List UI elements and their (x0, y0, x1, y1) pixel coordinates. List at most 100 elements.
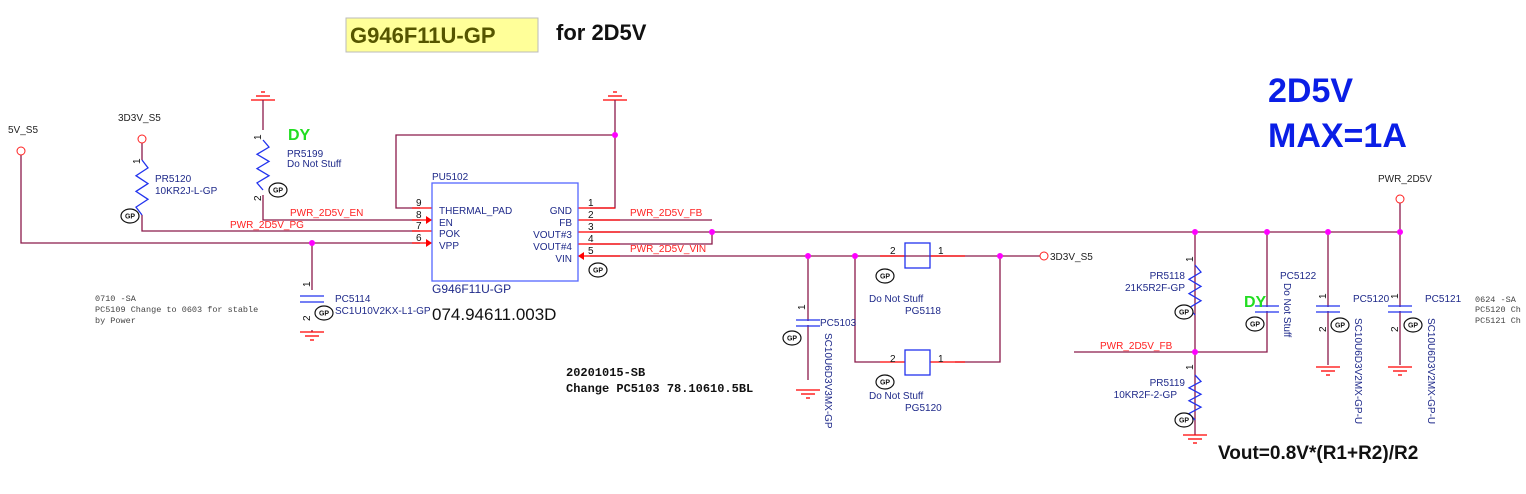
pr5119-value: 10KR2F-2-GP (1114, 390, 1178, 401)
note-right-line: PC5120 Ch (1475, 305, 1521, 315)
pc5122-value: Do Not Stuff (1281, 283, 1292, 338)
pin-num: 2 (890, 246, 896, 257)
pr5199-dy-tag: DY (288, 127, 311, 144)
note-left-line: PC5109 Change to 0603 for stable (95, 305, 258, 315)
svg-text:GP: GP (273, 188, 283, 195)
pin-num: 8 (416, 210, 422, 221)
gp-badge-icon: GP (1245, 316, 1265, 332)
pin-num: 7 (416, 221, 422, 232)
pc5121-ref: PC5121 (1425, 294, 1462, 305)
port-3d3v-s5-right-label: 3D3V_S5 (1050, 252, 1093, 263)
pin-num: 1 (132, 158, 143, 164)
pin-num: 5 (588, 246, 594, 257)
svg-text:GP: GP (787, 336, 797, 343)
ground-icon (300, 331, 324, 341)
pr5118-ref: PR5118 (1150, 271, 1186, 282)
jumper-pg5120-symbol (904, 349, 931, 376)
pg5118-ref: PG5118 (905, 306, 941, 317)
junction-dot (1397, 229, 1403, 235)
ground-icon (1183, 434, 1207, 444)
svg-text:GP: GP (1335, 323, 1345, 330)
net-label-pg: PWR_2D5V_PG (230, 220, 304, 231)
ground-icon (251, 91, 275, 110)
gp-badge-icon: GP (314, 305, 334, 321)
note-right-line: PC5121 Ch (1475, 316, 1521, 326)
pin-name: VOUT#3 (533, 230, 572, 241)
pin-num: 2 (302, 315, 313, 321)
ic-ref: PU5102 (432, 172, 469, 183)
pc5114-ref: PC5114 (335, 294, 371, 305)
pc5103-value: SC10U6D3V3MX-GP (822, 333, 833, 429)
gp-badge-icon: GP (875, 268, 895, 284)
ground-icon (1388, 366, 1412, 376)
svg-text:GP: GP (880, 274, 890, 281)
pin-name: FB (559, 218, 572, 229)
capacitor-plates (300, 295, 1412, 327)
pin-num: 1 (1390, 293, 1401, 299)
net-label-fb: PWR_2D5V_FB (630, 208, 703, 219)
note-left-line: by Power (95, 316, 136, 326)
junction-dot (309, 240, 315, 246)
gp-badge-icon: GP (1330, 317, 1350, 333)
svg-text:GP: GP (319, 311, 329, 318)
ground-icon (1316, 366, 1340, 376)
pg5120-ref: PG5120 (905, 403, 942, 414)
pin-num: 1 (253, 134, 264, 140)
gp-badge-icon: GP (120, 208, 140, 224)
pr5199-ref: PR5199 (287, 149, 324, 160)
junction-dot (1192, 229, 1198, 235)
port-pwr-2d5v-icon (1395, 194, 1405, 204)
net-label-fb-right: PWR_2D5V_FB (1100, 341, 1173, 352)
junction-dot (709, 229, 715, 235)
pc5121-value: SC10U6D3V2MX-GP-U (1425, 318, 1436, 424)
gp-badge-icon: GP (588, 262, 608, 278)
svg-text:GP: GP (880, 380, 890, 387)
junction-dot (1192, 349, 1198, 355)
pc5120-value: SC10U6D3V2MX-GP-U (1352, 318, 1363, 424)
rail-max-current: MAX=1A (1268, 117, 1407, 155)
pin-name: POK (439, 229, 460, 240)
pin-num: 6 (416, 233, 422, 244)
pc5120-ref: PC5120 (1353, 294, 1390, 305)
port-3d3v-s5-right-icon (1039, 251, 1049, 261)
svg-text:GP: GP (1408, 323, 1418, 330)
pin-num: 2 (890, 354, 896, 365)
junction-dot (852, 253, 858, 259)
pc5114-value: SC1U10V2KX-L1-GP (335, 306, 431, 317)
ground-symbols (251, 91, 1412, 444)
pg5118-value: Do Not Stuff (869, 294, 924, 305)
pin-name: VPP (439, 241, 459, 252)
pin-num: 1 (938, 246, 944, 257)
port-3d3v-s5-label: 3D3V_S5 (118, 113, 161, 124)
resistor-pr5119-symbol (1187, 374, 1203, 421)
cap-gaps (306, 297, 1406, 325)
pin-num: 1 (302, 281, 313, 287)
pin-num: 4 (588, 234, 594, 245)
gp-badge-icon: GP (1403, 317, 1423, 333)
gp-badge-icon: GP (268, 182, 288, 198)
pr5119-ref: PR5119 (1150, 378, 1186, 389)
pin-num: 3 (588, 222, 594, 233)
ic-pu5102-body (431, 182, 579, 282)
svg-text:GP: GP (593, 268, 603, 275)
pin-num: 1 (938, 354, 944, 365)
change-note-date: 20201015-SB (566, 366, 645, 380)
svg-text:GP: GP (1179, 418, 1189, 425)
pin-num: 1 (1185, 256, 1196, 262)
ground-icon (796, 389, 820, 399)
note-left-line: 0710 -SA (95, 294, 137, 304)
pin-stubs (412, 207, 965, 363)
pin-name: VIN (555, 254, 572, 265)
vout-formula: Vout=0.8V*(R1+R2)/R2 (1218, 443, 1418, 464)
ground-icon (603, 91, 627, 110)
pin-name: VOUT#4 (533, 242, 572, 253)
port-5v-s5-icon (16, 146, 26, 156)
junction-dot (805, 253, 811, 259)
junction-dot (612, 132, 618, 138)
net-label-en: PWR_2D5V_EN (290, 208, 363, 219)
pr5199-value: Do Not Stuff (287, 159, 342, 170)
junction-dot (1325, 229, 1331, 235)
jumper-pg5118-symbol (904, 242, 931, 269)
pc5122-dy-tag: DY (1244, 294, 1267, 311)
